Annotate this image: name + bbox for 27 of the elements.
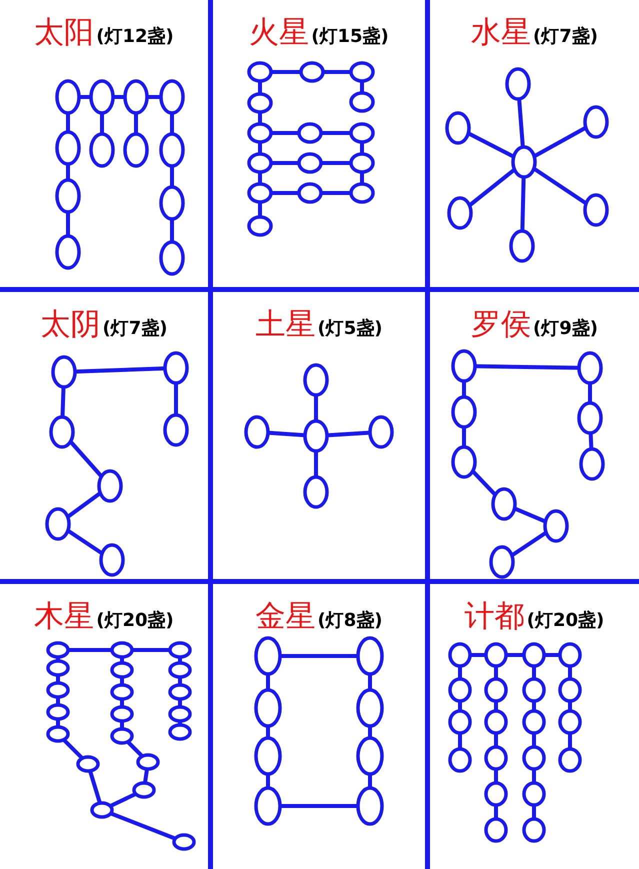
planet-name: 计都 [464, 602, 525, 632]
lamp-count: (灯15盏) [311, 28, 389, 46]
panel [213, 584, 425, 869]
panel [0, 584, 208, 869]
panel [0, 0, 208, 287]
planet-name: 火星 [249, 18, 310, 48]
planet-name: 太阳 [34, 18, 94, 48]
planet-name: 太阴 [40, 310, 100, 340]
planet-name: 罗侯 [471, 310, 531, 340]
lamp-count: (灯20盏) [526, 612, 604, 630]
lamp-count: (灯8盏) [318, 612, 382, 630]
lamp-count: (灯9盏) [533, 320, 598, 338]
lamp-count: (灯5盏) [318, 320, 382, 338]
planet-name: 木星 [34, 602, 94, 632]
panel [213, 292, 425, 579]
panel [430, 292, 639, 579]
panel [213, 0, 425, 287]
panel [430, 0, 639, 287]
planet-name: 水星 [471, 18, 531, 48]
planet-name: 金星 [256, 602, 316, 632]
planet-name: 土星 [256, 310, 316, 340]
lamp-count: (灯20盏) [96, 612, 174, 630]
panel [430, 584, 639, 869]
panel [0, 292, 208, 579]
lamp-count: (灯12盏) [96, 28, 174, 46]
lamp-count: (灯7盏) [102, 320, 168, 338]
lamp-count: (灯7盏) [533, 28, 598, 46]
